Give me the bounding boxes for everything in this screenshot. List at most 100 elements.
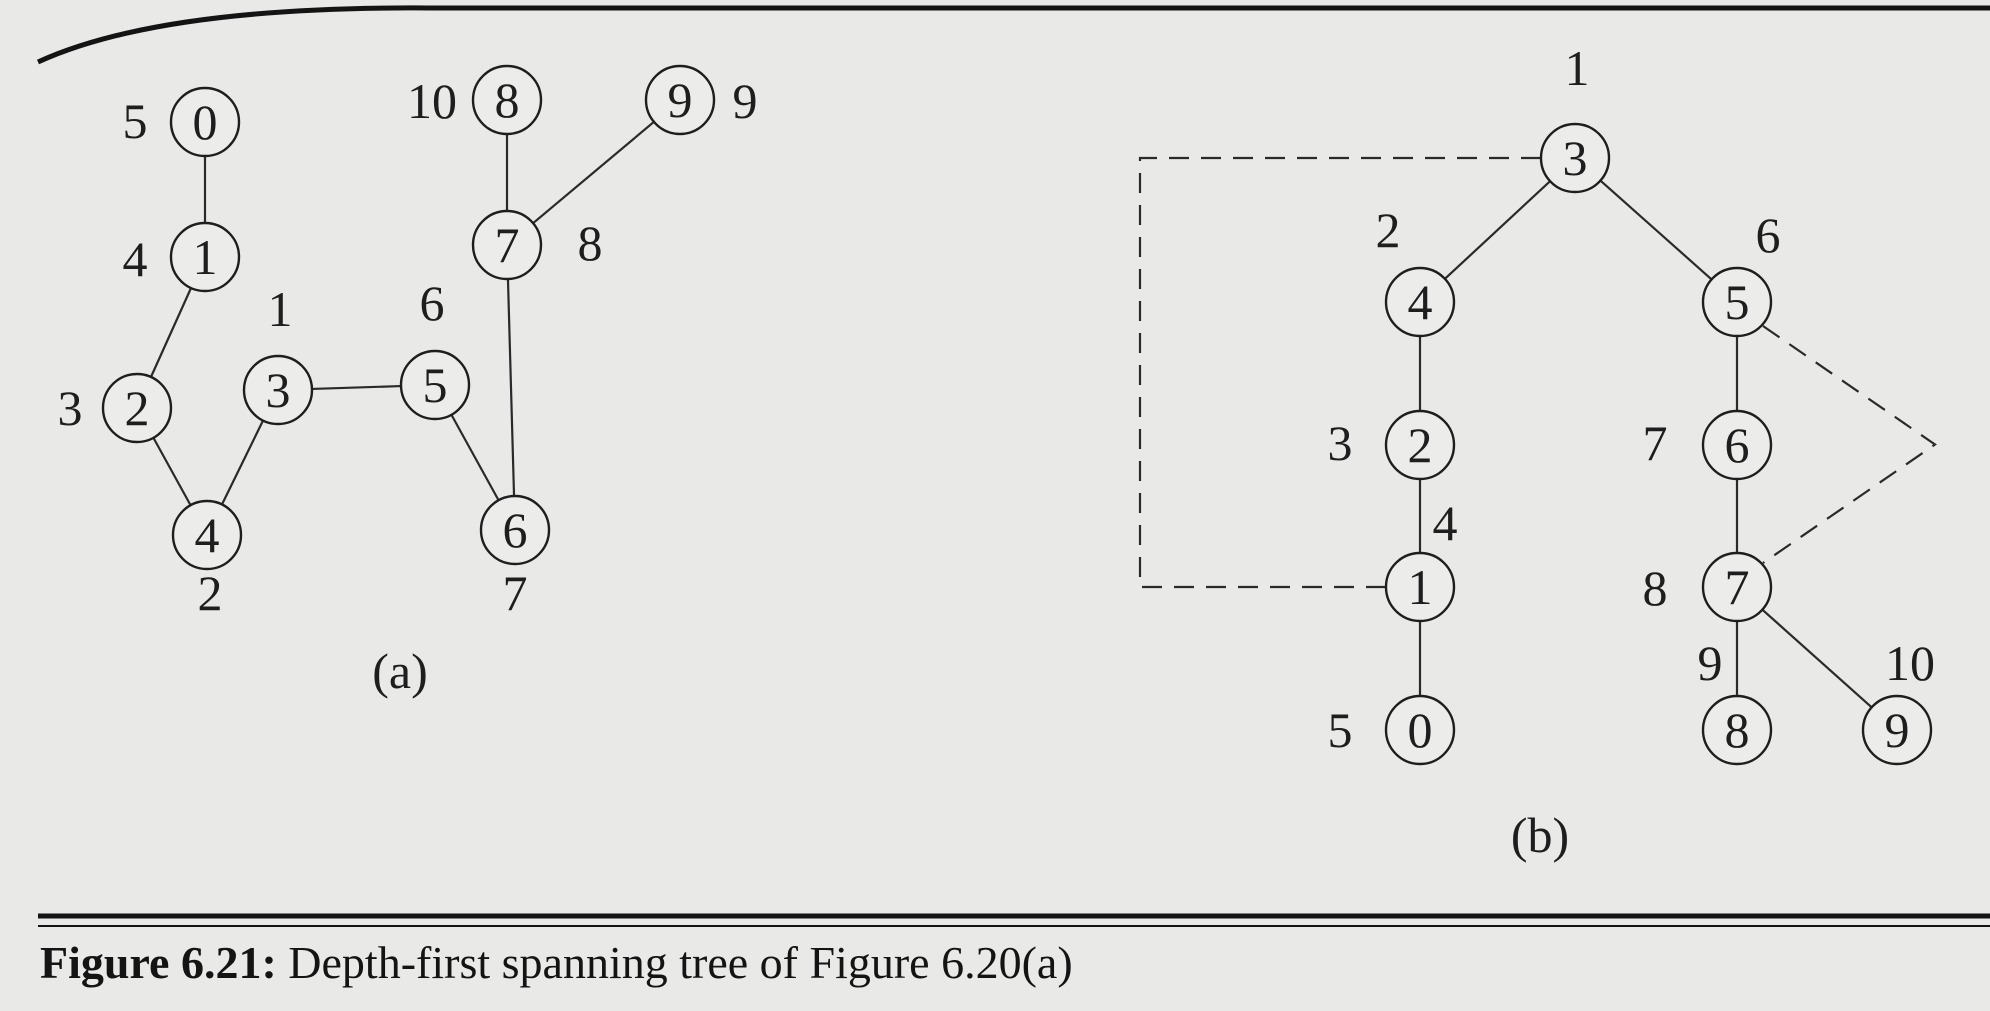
graph-a-node-8: 8 10 [407, 64, 543, 136]
graph-a-node-id: 7 [495, 217, 520, 273]
caption-space [277, 937, 289, 988]
graph-a-dfn-label: 3 [58, 380, 83, 436]
caption-label: Figure 6.21: [40, 937, 277, 988]
graph-a-dfn-label: 6 [420, 275, 445, 331]
graph-a-node-2: 23 [58, 372, 173, 444]
graph-b-node-circle [1701, 409, 1773, 481]
graph-a-node-id: 4 [195, 507, 220, 563]
graph-b-dfn-label: 9 [1698, 635, 1723, 691]
graph-b-node-id: 3 [1563, 130, 1588, 186]
graph-a-node-circle [171, 499, 243, 571]
graph-b-back-edges [1138, 156, 1937, 589]
graph-b-edge-3-4 [1444, 180, 1551, 280]
graph-b-node-id: 5 [1725, 274, 1750, 330]
graph-a-edge-4-3 [220, 420, 265, 505]
graph-a-node-id: 2 [125, 380, 150, 436]
graph-a-node-5: 56 [399, 275, 471, 421]
figure-caption: Figure 6.21: Depth-first spanning tree o… [40, 937, 1073, 988]
graph-a-node-circle [242, 354, 314, 426]
graph-b-node-circle [1701, 694, 1773, 766]
graph-a-dfn-label: 5 [123, 93, 148, 149]
graph-b-node-id: 4 [1408, 274, 1433, 330]
graph-a-node-6: 67 [479, 494, 551, 621]
graph-b-edges [1418, 179, 1873, 709]
graph-b-node-id: 7 [1725, 559, 1750, 615]
graph-b-node-circle [1861, 694, 1933, 766]
graph-b-dfn-label: 4 [1433, 495, 1458, 551]
graph-b-dfn-label: 2 [1376, 202, 1401, 258]
graph-b-node-id: 1 [1408, 559, 1433, 615]
graph-b-dfn-label: 8 [1643, 560, 1668, 616]
graph-b-edge-3-5 [1599, 179, 1713, 281]
graph-a-node-circle [399, 349, 471, 421]
graph-a-dfn-label: 7 [503, 565, 528, 621]
graph-a-edge-3-5 [311, 384, 402, 391]
graph-b-node-1: 14 [1384, 495, 1458, 623]
graph-b-node-circle [1701, 266, 1773, 338]
graph-b-node-circle [1384, 409, 1456, 481]
graph-a-node-4: 42 [171, 499, 243, 621]
graph-b-node-id: 2 [1408, 417, 1433, 473]
graph-a-dfn-label: 9 [733, 73, 758, 129]
graph-a-node-id: 5 [423, 357, 448, 413]
graph-b-node-circle [1539, 122, 1611, 194]
graph-b-node-9: 910 [1861, 635, 1935, 766]
graph-b-node-circle [1384, 694, 1456, 766]
graph-a-dfn-label: 2 [198, 565, 223, 621]
graph-b-dfn-label: 1 [1565, 40, 1590, 96]
graph-a-edge-5-6 [450, 414, 500, 501]
graph-b-back-edge-5-7 [1762, 325, 1937, 564]
graph-b-back-edge-3-1 [1138, 156, 1541, 589]
graph-a-node-id: 3 [266, 362, 291, 418]
graph-a-node-circle [479, 494, 551, 566]
graph-a-node-id: 9 [668, 72, 693, 128]
top-rule [36, 5, 1990, 65]
graph-b-dfn-label: 5 [1328, 702, 1353, 758]
graph-a-dfn-label: 10 [407, 73, 457, 129]
graph-b-node-6: 67 [1643, 409, 1773, 481]
graph-a-edge-6-7 [506, 278, 516, 497]
graph-a-node-circle [101, 372, 173, 444]
graph-b-node-circle [1384, 266, 1456, 338]
graph-a-node-3: 31 [242, 281, 314, 426]
graph-b-label: (b) [1511, 807, 1569, 863]
graph-a-label: (a) [372, 643, 428, 699]
graph-b-dfn-label: 3 [1328, 415, 1353, 471]
graph-b-node-id: 6 [1725, 417, 1750, 473]
graph-a-edge-2-4 [152, 437, 192, 506]
graph-b-node-circle [1701, 551, 1773, 623]
graph-a-node-circle [169, 221, 241, 293]
graph-b-node-0: 05 [1328, 694, 1456, 766]
graph-a-node-id: 1 [193, 229, 218, 285]
graph-b-node-3: 31 [1539, 40, 1611, 194]
graph-b-node-id: 0 [1408, 702, 1433, 758]
graph-b-node-id: 9 [1885, 702, 1910, 758]
graph-b-edge-7-9 [1761, 608, 1873, 709]
graph-b-node-2: 23 [1328, 409, 1456, 481]
graph-a-edge-1-2 [149, 287, 193, 378]
graph-b-node-8: 89 [1698, 635, 1773, 766]
caption-text: Depth-first spanning tree of Figure 6.20… [288, 937, 1072, 988]
graph-a-dfn-label: 4 [123, 231, 148, 287]
graph-a-node-1: 14 [123, 221, 241, 293]
graph-a-dfn-label: 8 [578, 215, 603, 271]
graph-b-dfn-label: 6 [1756, 207, 1781, 263]
graph-b-dfn-label: 7 [1643, 415, 1668, 471]
graph-a-edges [149, 120, 655, 506]
graph-b-node-circle [1384, 551, 1456, 623]
graph-a-node-id: 8 [495, 72, 520, 128]
graph-a-edge-7-9 [532, 120, 655, 225]
graph-b-node-id: 8 [1725, 702, 1750, 758]
graph-a-node-id: 0 [193, 94, 218, 150]
graph-a-node-circle [644, 64, 716, 136]
graph-b-node-5: 56 [1701, 207, 1781, 338]
graph-a-node-circle [471, 64, 543, 136]
graph-a-node-circle [169, 86, 241, 158]
graph-b-node-4: 42 [1376, 202, 1456, 338]
